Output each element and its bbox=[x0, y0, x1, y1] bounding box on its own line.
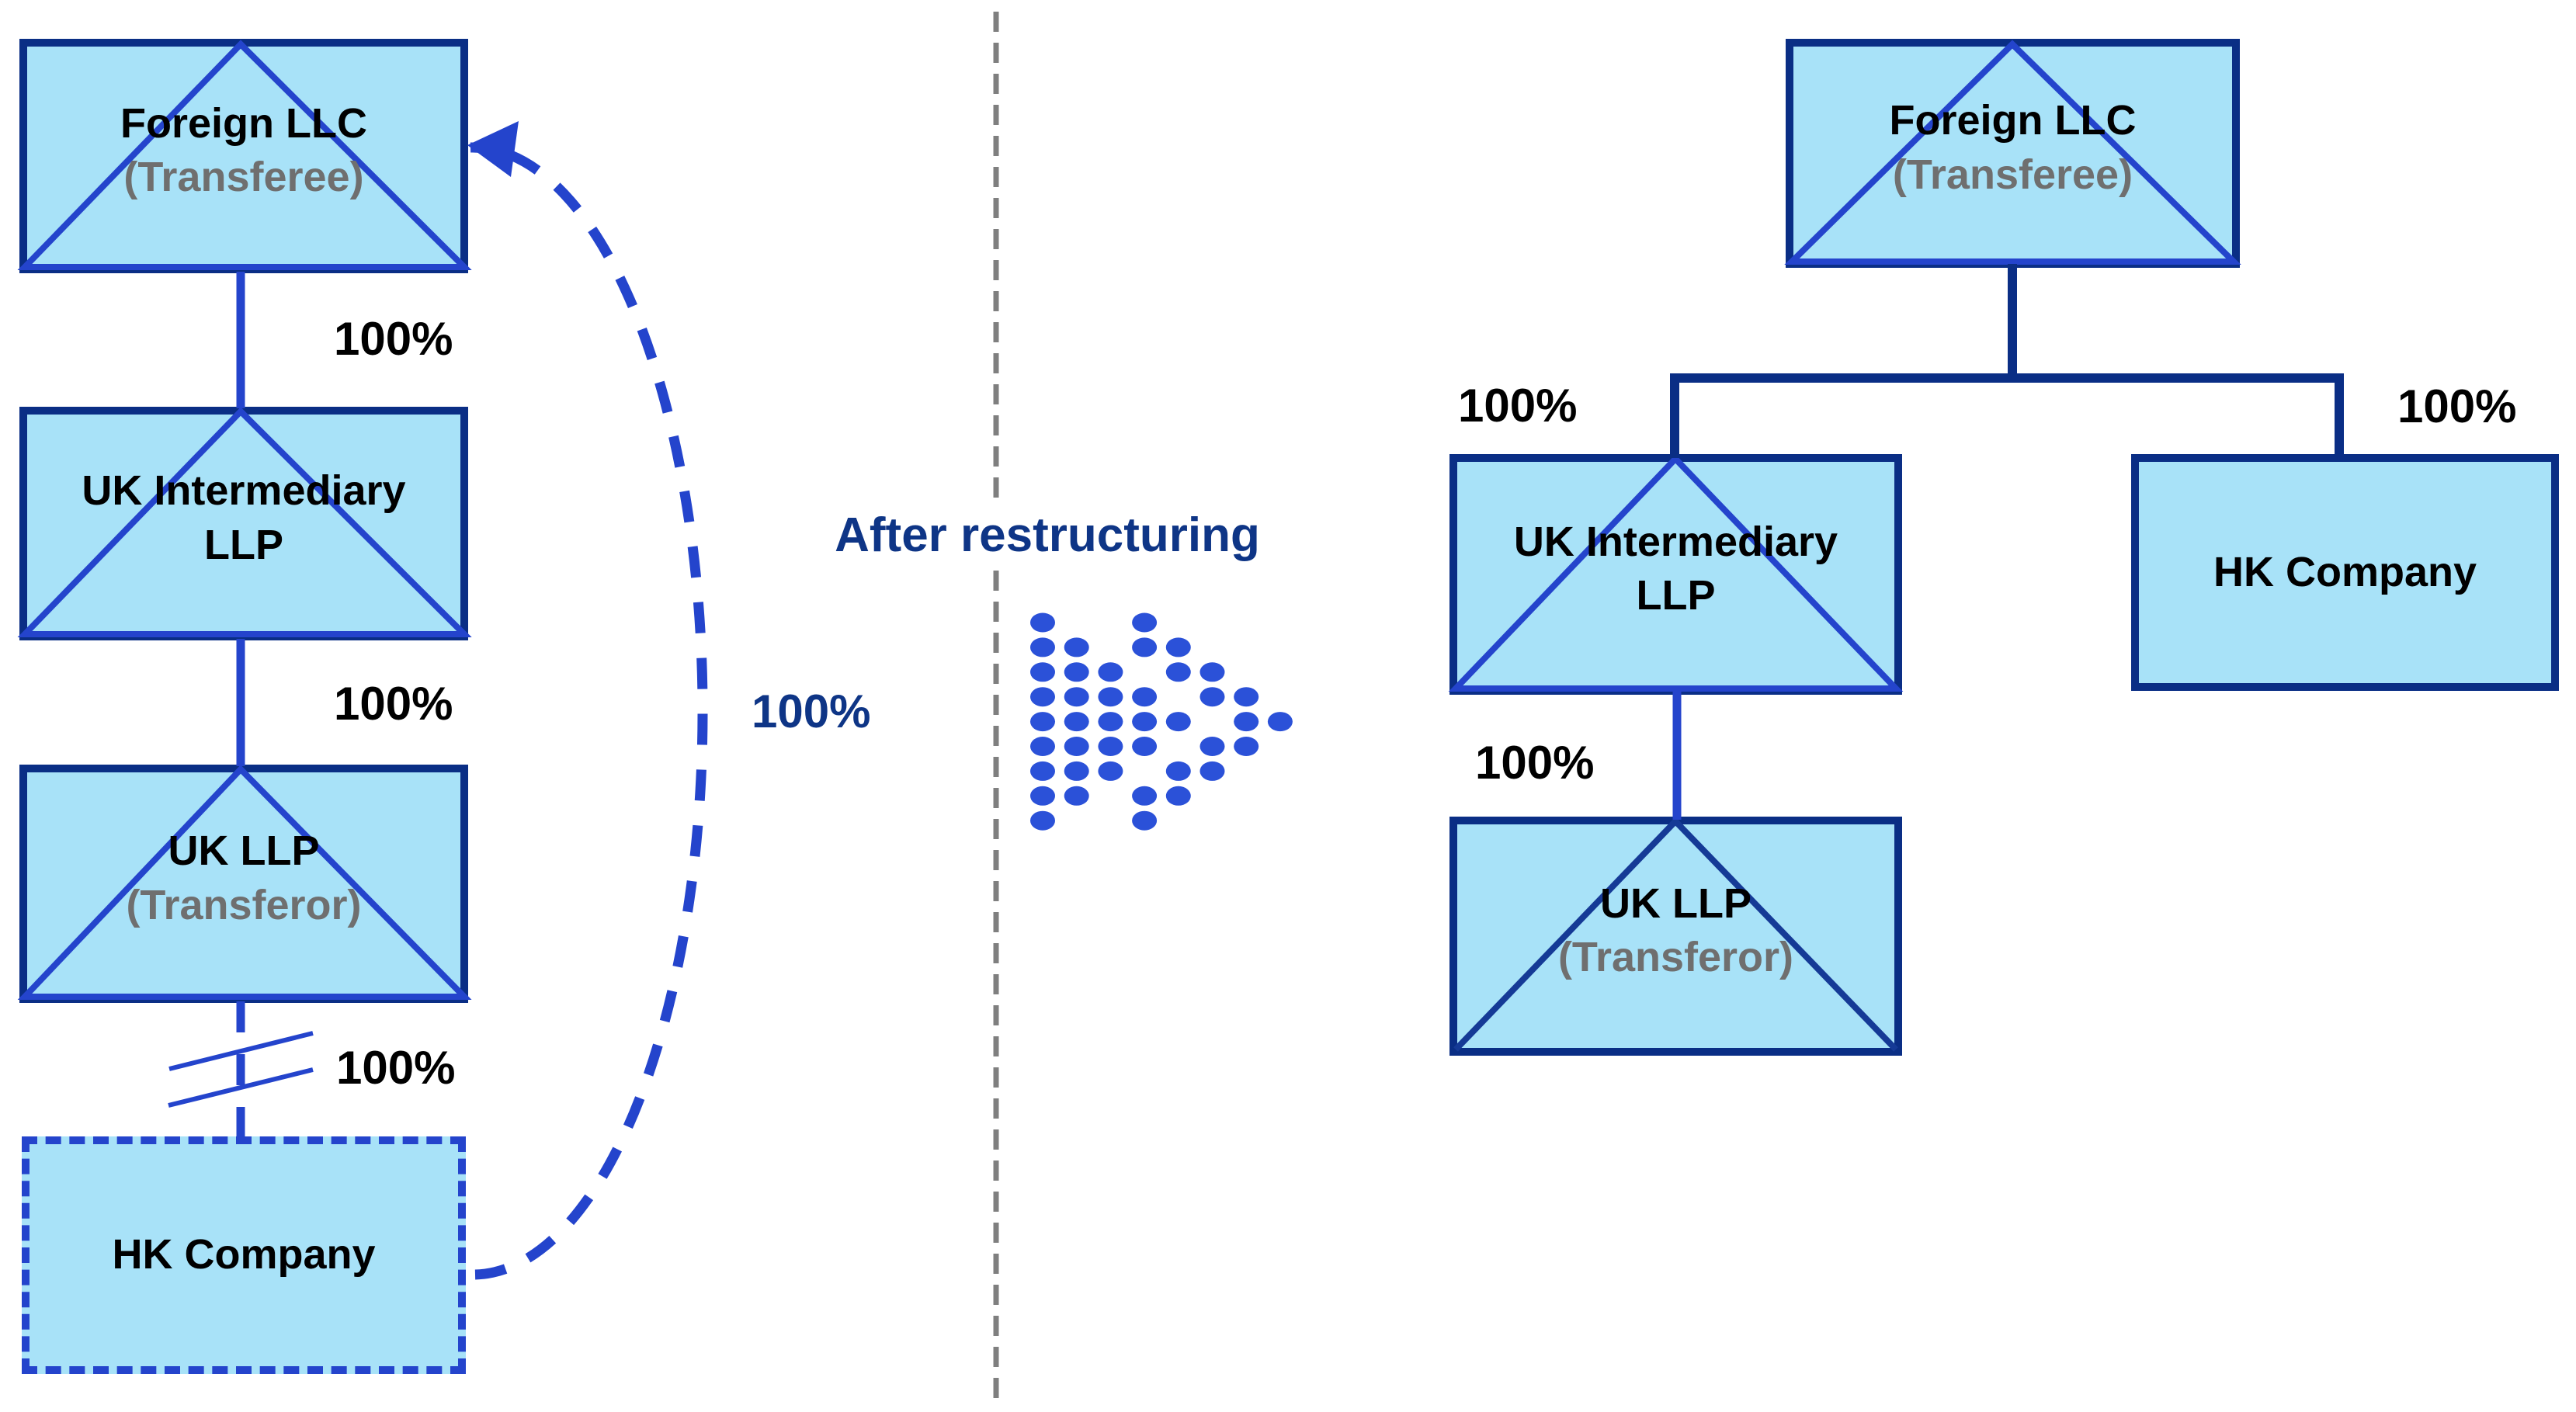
box-hk-company-before bbox=[22, 1136, 466, 1374]
ownership-pct-label: 100% bbox=[334, 313, 453, 365]
entity-name: UK LLP bbox=[168, 827, 320, 875]
entity-name: UK Intermediary bbox=[82, 467, 406, 515]
entity-name: LLP bbox=[1636, 572, 1716, 619]
entity-name: Foreign LLC bbox=[1889, 97, 2137, 144]
entity-name: HK Company bbox=[112, 1231, 376, 1278]
transfer-arrowhead-icon bbox=[467, 121, 519, 177]
entity-role: (Transferee) bbox=[123, 154, 364, 200]
box-label: HK Company bbox=[22, 1136, 466, 1374]
entity-name: Foreign LLC bbox=[120, 99, 367, 147]
box-label: UK LLP (Transferor) bbox=[1449, 817, 1902, 1056]
ownership-pct-label: 100% bbox=[1458, 380, 1578, 432]
dotted-arrow-icon bbox=[1030, 612, 1293, 831]
ownership-pct-label: 100% bbox=[334, 678, 453, 730]
severed-link-icon bbox=[168, 1031, 314, 1071]
entity-role: (Transferee) bbox=[1892, 151, 2133, 198]
ownership-pct-label: 100% bbox=[2397, 380, 2517, 432]
ownership-pct-label: 100% bbox=[1475, 737, 1595, 789]
entity-name: UK LLP bbox=[1600, 879, 1751, 927]
transfer-arc-arrow bbox=[470, 142, 708, 1280]
ownership-pct-label: 100% bbox=[336, 1042, 456, 1094]
box-hk-company-after bbox=[2131, 454, 2559, 691]
transfer-pct-label: 100% bbox=[752, 685, 871, 737]
box-label: UK Intermediary LLP bbox=[19, 407, 468, 640]
box-label: UK Intermediary LLP bbox=[1449, 454, 1902, 695]
after-restructuring-title: After restructuring bbox=[814, 503, 1280, 567]
box-label: Foreign LLC (Transferee) bbox=[1786, 39, 2240, 268]
box-label: HK Company bbox=[2131, 454, 2559, 691]
entity-name: HK Company bbox=[2213, 548, 2477, 595]
box-label: UK LLP (Transferor) bbox=[19, 765, 468, 1003]
severed-link-icon bbox=[168, 1067, 314, 1108]
entity-name: LLP bbox=[204, 521, 283, 568]
entity-role: (Transferor) bbox=[126, 881, 362, 928]
entity-role: (Transferor) bbox=[1557, 934, 1794, 980]
box-label: Foreign LLC (Transferee) bbox=[19, 39, 468, 273]
entity-name: UK Intermediary bbox=[1513, 518, 1838, 565]
